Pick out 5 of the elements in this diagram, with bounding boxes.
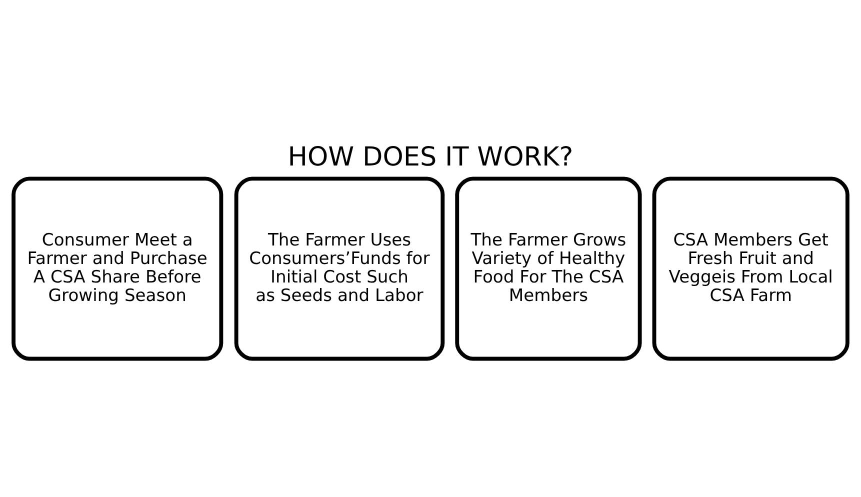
diagram-title: HOW DOES IT WORK? (288, 142, 574, 172)
node-box: The Farmer Grows Variety of Healthy Food For The CSA Members (455, 176, 642, 360)
node-box: The Farmer Uses Consumers’Funds for Initial Cost Such as Seeds and Labor (234, 176, 445, 360)
node-box: Consumer Meet a Farmer and Purchase A CSA Share Before Growing Season (12, 176, 224, 360)
node-box: CSA Members Get Fresh Fruit and Veggeis From Local CSA Farm (652, 176, 850, 360)
